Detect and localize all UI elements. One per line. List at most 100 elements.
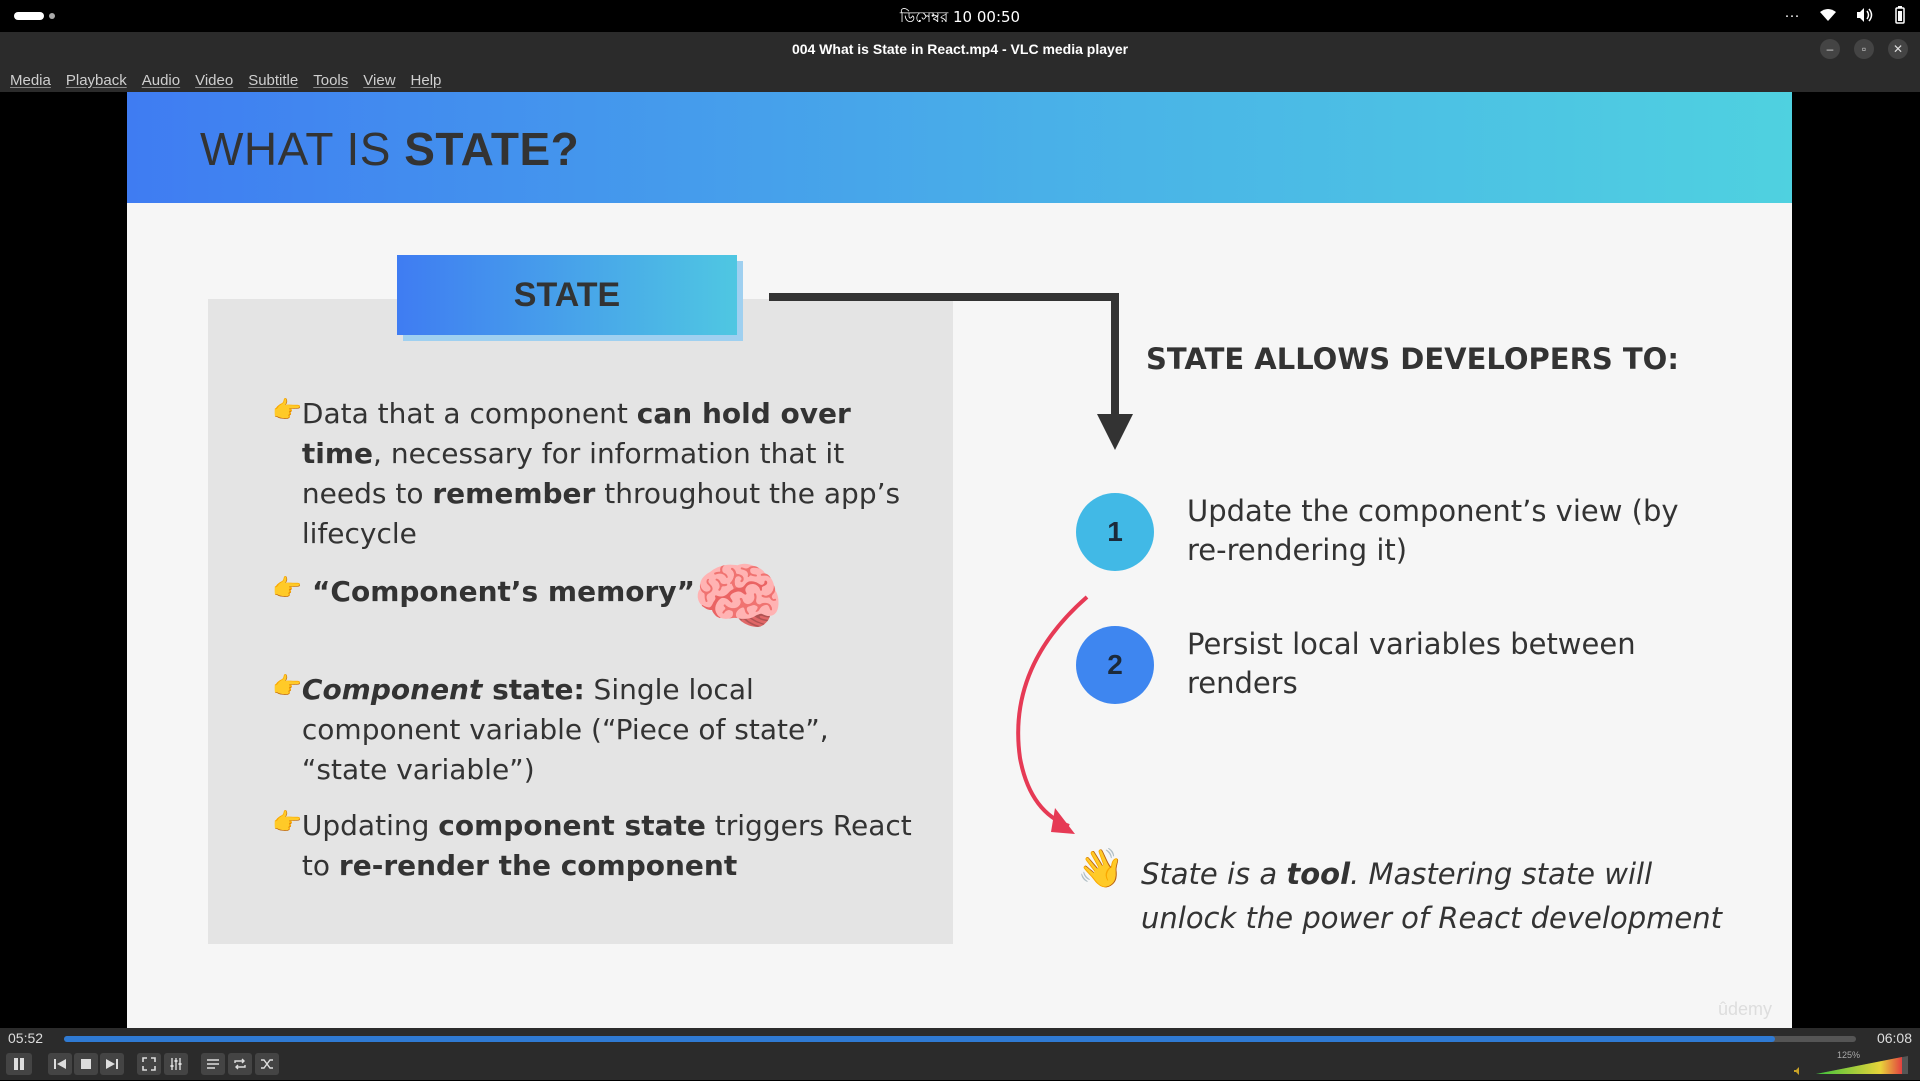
bullet-text-bold: component state <box>438 809 706 842</box>
waving-hand-icon: 👋 <box>1077 848 1125 890</box>
minimize-button[interactable]: – <box>1820 39 1840 59</box>
bullet-text-bold-italic: Component <box>301 673 483 706</box>
menu-subtitle[interactable]: Subtitle <box>248 71 299 89</box>
next-button[interactable] <box>100 1053 124 1075</box>
more-icon[interactable]: ··· <box>1784 6 1800 24</box>
wifi-icon <box>1818 5 1838 25</box>
control-bar: 125% <box>0 1048 1920 1080</box>
fullscreen-button[interactable] <box>137 1053 161 1075</box>
bullet-text-part: Data that a component <box>301 397 637 430</box>
system-top-bar: ডিসেম্বর 10 00:50 ··· <box>0 0 1920 32</box>
slide-frame: WHAT IS STATE? STATE 👉 Data that a compo… <box>127 92 1792 1028</box>
workspace-active-pill <box>14 12 44 20</box>
state-tag-label: STATE <box>513 275 621 314</box>
bullet-text-part: Updating <box>301 809 439 842</box>
loop-button[interactable] <box>228 1053 252 1075</box>
slide-header: WHAT IS STATE? <box>127 92 1792 203</box>
menu-tools[interactable]: Tools <box>313 71 349 89</box>
previous-icon <box>54 1059 66 1069</box>
menu-bar: Media Playback Audio Video Subtitle Tool… <box>0 68 1920 92</box>
equalizer-icon <box>170 1058 182 1070</box>
step-number-2: 2 <box>1076 626 1154 704</box>
tool-text-part: State is a <box>1141 857 1287 891</box>
extended-settings-button[interactable] <box>164 1053 188 1075</box>
bullet-text-bold: remember <box>432 477 596 510</box>
time-total[interactable]: 06:08 <box>1876 1030 1912 1046</box>
bullet-text-part: throughout the app’s lifecycle <box>301 477 901 550</box>
workspace-dot <box>49 13 55 19</box>
slide-title-light: WHAT IS <box>200 123 405 175</box>
volume-slider[interactable]: 125% <box>1792 1050 1912 1076</box>
seek-progress <box>64 1036 1776 1042</box>
loop-icon <box>234 1058 246 1070</box>
menu-playback[interactable]: Playback <box>65 71 127 89</box>
system-tray[interactable]: ··· <box>1782 5 1910 25</box>
window-controls: – ▫ ✕ <box>1820 39 1908 59</box>
volume-icon <box>1854 5 1874 25</box>
bullet-text: Updating component state triggers React … <box>302 806 912 886</box>
tool-text-bold: tool <box>1286 857 1351 891</box>
pointing-hand-icon: 👉 <box>272 809 302 836</box>
bullet-item: 👉 Data that a component can hold over ti… <box>272 394 912 554</box>
bullet-text: “Component’s memory” <box>312 572 695 612</box>
pointing-hand-icon: 👉 <box>272 397 302 424</box>
playlist-button[interactable] <box>201 1053 225 1075</box>
pause-button[interactable] <box>6 1053 32 1075</box>
close-button[interactable]: ✕ <box>1888 39 1908 59</box>
playlist-icon <box>207 1059 219 1069</box>
menu-view[interactable]: View <box>363 71 396 89</box>
state-definition-box <box>208 299 953 944</box>
pause-icon <box>14 1058 24 1070</box>
arrow-head <box>1097 414 1133 450</box>
bullet-item: 👉 Updating component state triggers Reac… <box>272 806 912 886</box>
tool-statement: State is a tool. Mastering state will un… <box>1141 852 1741 940</box>
curved-arrow-line <box>1016 595 1089 828</box>
bullet-text-bold: re-render the component <box>338 849 738 882</box>
bullet-text: Component state: Single local component … <box>302 670 912 790</box>
pointing-hand-icon: 👉 <box>272 575 302 602</box>
activities-indicator[interactable] <box>14 12 55 20</box>
seek-row: 05:52 06:08 <box>0 1028 1920 1048</box>
step-number-1: 1 <box>1076 493 1154 571</box>
next-icon <box>106 1059 118 1069</box>
state-tag: STATE <box>397 255 737 335</box>
previous-button[interactable] <box>48 1053 72 1075</box>
step-text-1: Update the component’s view (by re-rende… <box>1187 494 1679 567</box>
tool-text-part: . Mastering state will unlock the power … <box>1141 857 1722 935</box>
seek-slider[interactable] <box>64 1036 1856 1042</box>
restore-button[interactable]: ▫ <box>1854 39 1874 59</box>
clock[interactable]: ডিসেম্বর 10 00:50 <box>899 8 1021 26</box>
bullet-text-part: , necessary for information that it need… <box>301 437 845 510</box>
volume-icon <box>1794 1067 1799 1075</box>
stop-icon <box>81 1059 91 1069</box>
bullet-text-bold: state: <box>482 673 585 706</box>
pointing-hand-icon: 👉 <box>272 673 302 700</box>
bullet-item: 👉 “Component’s memory” <box>272 572 912 612</box>
menu-audio[interactable]: Audio <box>141 71 181 89</box>
shuffle-button[interactable] <box>255 1053 279 1075</box>
menu-media[interactable]: Media <box>10 71 51 89</box>
slide-title: WHAT IS STATE? <box>200 122 579 176</box>
volume-bars <box>1794 1056 1908 1075</box>
shuffle-icon <box>261 1059 273 1069</box>
curved-arrow-head <box>1051 808 1075 834</box>
window-title-bar: 004 What is State in React.mp4 - VLC med… <box>0 32 1920 68</box>
bullet-text-bold: “Component’s memory” <box>312 575 695 608</box>
stop-button[interactable] <box>74 1053 98 1075</box>
brain-icon: 🧠 <box>692 555 785 638</box>
bullet-text-bold: can hold over time <box>301 397 851 470</box>
arrow-line <box>769 293 1119 437</box>
bullet-text-part: Single local component variable (“Piece … <box>301 673 829 786</box>
menu-help[interactable]: Help <box>410 71 442 89</box>
udemy-watermark: ûdemy <box>1717 999 1772 1019</box>
step-text-2: Persist local variables between renders <box>1187 627 1636 700</box>
fullscreen-icon <box>142 1057 156 1071</box>
battery-icon <box>1890 5 1910 25</box>
bullet-item: 👉 Component state: Single local componen… <box>272 670 912 790</box>
menu-video[interactable]: Video <box>195 71 234 89</box>
volume-percent: 125% <box>1836 1050 1860 1060</box>
time-current: 05:52 <box>8 1030 44 1046</box>
video-area[interactable]: WHAT IS STATE? STATE 👉 Data that a compo… <box>0 92 1920 1028</box>
bullet-text-part: triggers React to <box>301 809 912 882</box>
window-title: 004 What is State in React.mp4 - VLC med… <box>791 41 1129 57</box>
